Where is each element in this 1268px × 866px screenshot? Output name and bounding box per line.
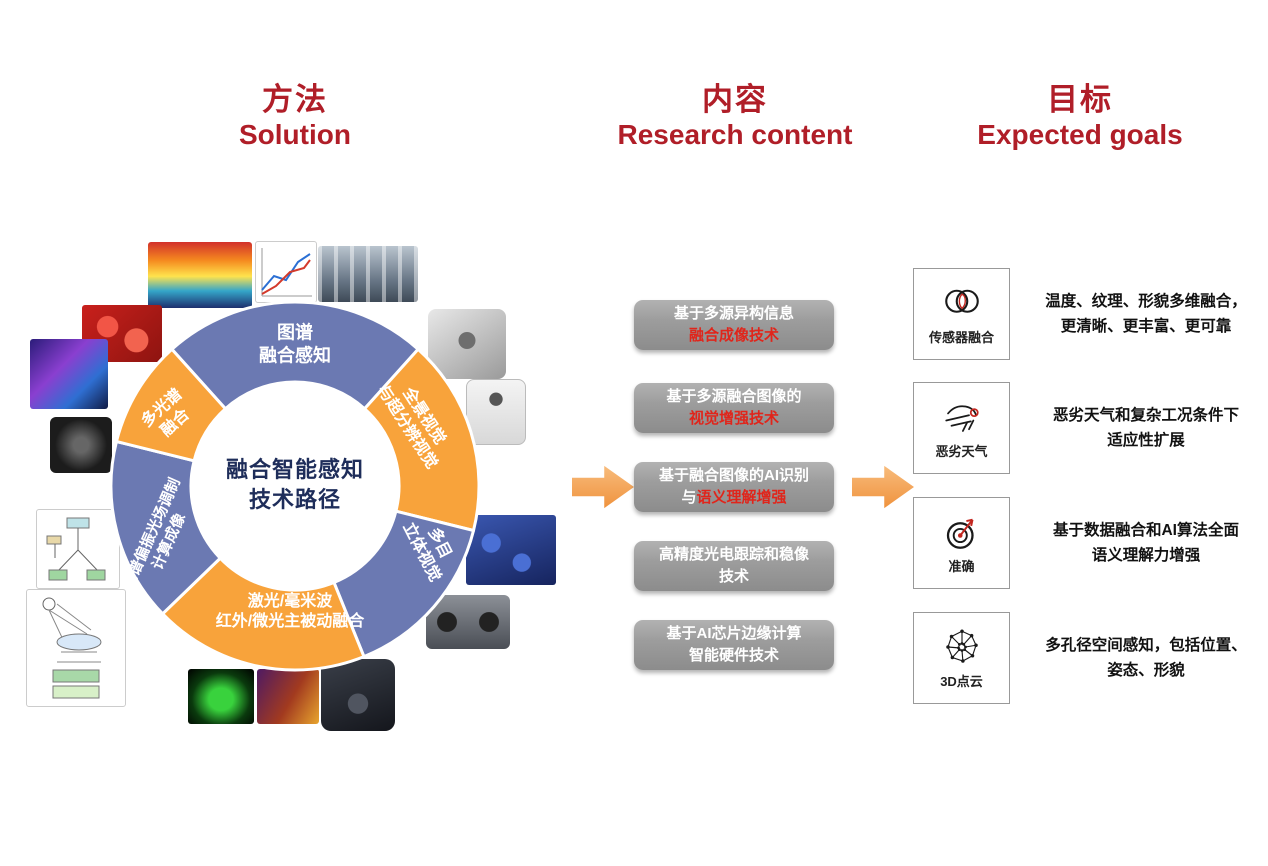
solution-donut: 图谱 融合感知 全景视觉 与超分辨视觉 多目 立体视觉 激光/毫米波 红外/微光…	[105, 296, 485, 676]
accuracy-target-icon	[946, 518, 974, 549]
spectrometer-sketch	[46, 517, 106, 581]
thumb-stereo-camera-photo	[426, 595, 510, 649]
sensor-fusion-icon	[944, 289, 979, 313]
content-box-line2: 视觉增强技术	[688, 410, 779, 427]
goal-description: 基于数据融合和AI算法全面 语义理解力增强	[1026, 518, 1266, 568]
goal-desc-line: 多孔径空间感知，包括位置、	[1045, 637, 1247, 654]
content-box-line1: 基于多源异构信息	[673, 305, 794, 322]
donut-center-title: 融合智能感知 技术路径	[226, 455, 364, 515]
content-box-edge-computing-hardware: 基于AI芯片边缘计算 智能硬件技术	[634, 620, 834, 670]
goal-label: 3D点云	[940, 674, 983, 689]
thumb-spectral-curves-chart	[255, 241, 317, 303]
donut-center-line2: 技术路径	[248, 487, 342, 512]
goal-desc-line: 语义理解力增强	[1091, 547, 1201, 564]
header-solution: 方法 Solution	[130, 82, 460, 152]
header-expected-goals-en: Expected goals	[977, 119, 1183, 150]
thumb-thermal-scene-image	[257, 669, 319, 724]
segment-label-laser-mmwave-fusion: 激光/毫米波 红外/微光主被动融合	[216, 592, 364, 632]
goal-row-bad-weather: 恶劣天气 恶劣天气和复杂工况条件下 适应性扩展	[913, 382, 1266, 474]
header-expected-goals: 目标 Expected goals	[915, 82, 1245, 152]
thumb-spectrometer-diagram	[36, 509, 120, 589]
thumb-gimbal-camera-photo	[321, 659, 395, 731]
optics-path-sketch	[42, 597, 102, 699]
header-research-content: 内容 Research content	[570, 82, 900, 152]
content-box-line2-prefix: 与	[681, 489, 697, 506]
content-box-line1: 基于AI芯片边缘计算	[666, 625, 802, 642]
donut-ring	[109, 300, 481, 672]
goal-desc-line: 适应性扩展	[1107, 432, 1185, 449]
header-research-content-en: Research content	[617, 119, 853, 150]
goal-box-3d-point-cloud: 3D点云	[913, 612, 1010, 704]
thumb-white-camera-photo	[466, 379, 526, 445]
content-box-line1: 高精度光电跟踪和稳像	[658, 546, 809, 563]
goal-desc-line: 温度、纹理、形貌多维融合，	[1045, 293, 1247, 310]
thumb-pipeline-photo	[318, 246, 418, 302]
thumb-optics-path-diagram	[26, 589, 126, 707]
segment-label-line: 融合感知	[259, 345, 331, 365]
header-solution-zh: 方法	[262, 82, 328, 117]
content-box-line2: 技术	[718, 568, 749, 585]
donut-segment-laser-mmwave-fusion	[161, 556, 366, 672]
thumb-lens-module-photo	[50, 417, 112, 473]
donut-center-line1: 融合智能感知	[225, 457, 365, 482]
thumb-thermal-image	[30, 339, 108, 409]
content-box-line1: 基于多源融合图像的	[666, 388, 802, 405]
arrow-solution-to-content-icon	[572, 465, 634, 509]
goal-desc-line: 更清晰、更丰富、更可靠	[1060, 318, 1232, 335]
segment-label-line: 红外/微光主被动融合	[215, 613, 365, 630]
header-solution-en: Solution	[239, 119, 351, 150]
goal-label: 传感器融合	[928, 330, 994, 345]
content-box-line2: 与语义理解增强	[634, 487, 834, 509]
goal-row-3d-point-cloud: 3D点云 多孔径空间感知，包括位置、 姿态、形貌	[913, 612, 1266, 704]
goal-label: 准确	[948, 559, 975, 574]
header-expected-goals-zh: 目标	[1047, 82, 1113, 117]
segment-label-line: 激光/毫米波	[247, 593, 333, 610]
goal-description: 多孔径空间感知，包括位置、 姿态、形貌	[1026, 633, 1266, 683]
goal-row-accuracy: 准确 基于数据融合和AI算法全面 语义理解力增强	[913, 497, 1266, 589]
content-box-line2: 融合成像技术	[688, 327, 779, 344]
goal-description: 温度、纹理、形貌多维融合， 更清晰、更丰富、更可靠	[1026, 289, 1266, 339]
header-research-content-zh: 内容	[702, 82, 768, 117]
goal-box-accuracy: 准确	[913, 497, 1010, 589]
goal-box-sensor-fusion: 传感器融合	[913, 268, 1010, 360]
segment-label-map-spectrum-fusion: 图谱 融合感知	[259, 322, 331, 367]
curve-chart-sketch	[261, 248, 312, 297]
content-box-line2-red: 语义理解增强	[696, 489, 787, 506]
arrow-content-to-goals-icon	[852, 465, 914, 509]
content-box-line2: 智能硬件技术	[688, 647, 779, 664]
point-cloud-icon	[945, 629, 978, 663]
goal-box-bad-weather: 恶劣天气	[913, 382, 1010, 474]
segment-label-line: 图谱	[277, 322, 313, 343]
goal-desc-line: 恶劣天气和复杂工况条件下	[1052, 407, 1239, 424]
donut-segment-multispectral-fusion	[114, 347, 227, 463]
goal-label: 恶劣天气	[935, 444, 988, 459]
content-box-line1: 基于融合图像的AI识别	[658, 467, 809, 484]
content-box-tracking-stabilization: 高精度光电跟踪和稳像 技术	[634, 541, 834, 591]
thumb-thermal-ship-image	[188, 669, 254, 724]
bad-weather-icon	[944, 405, 979, 432]
goal-description: 恶劣天气和复杂工况条件下 适应性扩展	[1026, 403, 1266, 453]
thumb-thermal-boxes-scene	[466, 515, 556, 585]
donut-segment-map-spectrum-fusion	[170, 300, 420, 411]
content-box-visual-enhancement: 基于多源融合图像的 视觉增强技术	[634, 383, 834, 433]
thumb-spectral-cube-image	[148, 242, 252, 308]
thumb-cube-camera-photo	[428, 309, 506, 379]
goal-desc-line: 姿态、形貌	[1107, 662, 1185, 679]
content-box-fusion-imaging: 基于多源异构信息 融合成像技术	[634, 300, 834, 350]
content-box-ai-recognition: 基于融合图像的AI识别 与语义理解增强	[634, 462, 834, 512]
goal-desc-line: 基于数据融合和AI算法全面	[1052, 522, 1239, 539]
goal-row-sensor-fusion: 传感器融合 温度、纹理、形貌多维融合， 更清晰、更丰富、更可靠	[913, 268, 1266, 360]
